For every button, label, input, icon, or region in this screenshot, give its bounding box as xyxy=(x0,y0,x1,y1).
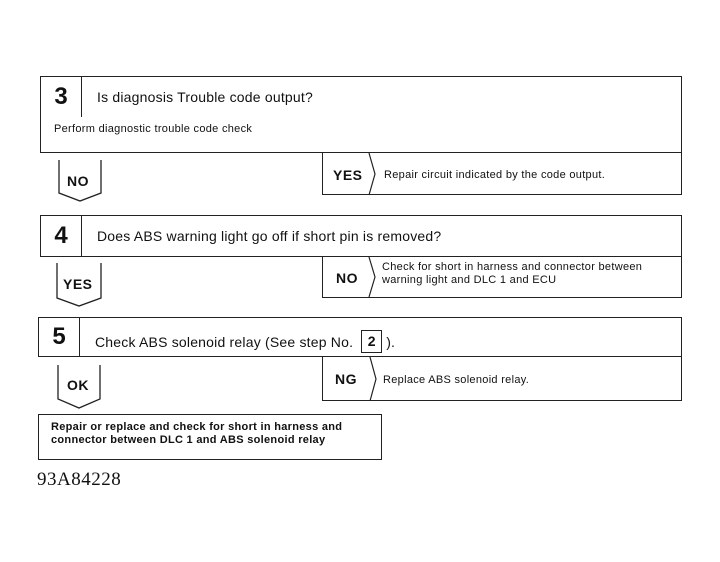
step4-no-box: NO Check for short in harness and connec… xyxy=(322,256,682,298)
final-action-line2: connector between DLC 1 and ABS solenoid… xyxy=(51,434,326,446)
step4-yes-label: YES xyxy=(63,276,93,292)
step5-ng-label: NG xyxy=(335,371,357,387)
step4-no-arrow xyxy=(368,256,376,298)
step5-ng-box: NG Replace ABS solenoid relay. xyxy=(322,356,682,402)
step5-question-prefix: Check ABS solenoid relay (See step No. xyxy=(95,333,354,350)
step3-yes-action: Repair circuit indicated by the code out… xyxy=(384,169,606,181)
step5-question-box: 5 Check ABS solenoid relay (See step No.… xyxy=(38,317,682,357)
step4-question: Does ABS warning light go off if short p… xyxy=(97,228,442,244)
step5-ok-tag xyxy=(57,365,101,409)
step3-note-box: Perform diagnostic trouble code check xyxy=(40,117,682,153)
step3-no-tag xyxy=(58,160,102,202)
step3-question: Is diagnosis Trouble code output? xyxy=(97,89,313,105)
step5-question-suffix: ). xyxy=(386,333,396,350)
step5-ok-label: OK xyxy=(67,377,89,393)
step3-question-box: 3 Is diagnosis Trouble code output? xyxy=(40,76,682,118)
step3-yes-box: YES Repair circuit indicated by the code… xyxy=(322,152,682,196)
step4-no-action-line2: warning light and DLC 1 and ECU xyxy=(382,274,557,286)
step4-no-label: NO xyxy=(336,270,358,286)
step4-no-action-line1: Check for short in harness and connector… xyxy=(382,261,643,273)
step3-yes-label: YES xyxy=(333,167,363,183)
final-action-box: Repair or replace and check for short in… xyxy=(38,414,382,460)
step3-note: Perform diagnostic trouble code check xyxy=(54,123,253,135)
step4-yes-tag xyxy=(56,263,102,307)
step5-ng-arrow xyxy=(369,356,377,402)
step5-question: Check ABS solenoid relay (See step No. 2… xyxy=(95,330,395,353)
step4-question-box: 4 Does ABS warning light go off if short… xyxy=(40,215,682,257)
step3-no-label: NO xyxy=(67,173,89,189)
step5-number: 5 xyxy=(39,318,80,356)
step3-number: 3 xyxy=(41,77,82,117)
step5-ref-step: 2 xyxy=(361,330,383,353)
final-action-line1: Repair or replace and check for short in… xyxy=(51,421,343,433)
step4-number: 4 xyxy=(41,216,82,256)
step3-yes-arrow xyxy=(368,152,376,196)
figure-id: 93A84228 xyxy=(37,469,122,490)
step5-ng-action: Replace ABS solenoid relay. xyxy=(383,374,530,386)
